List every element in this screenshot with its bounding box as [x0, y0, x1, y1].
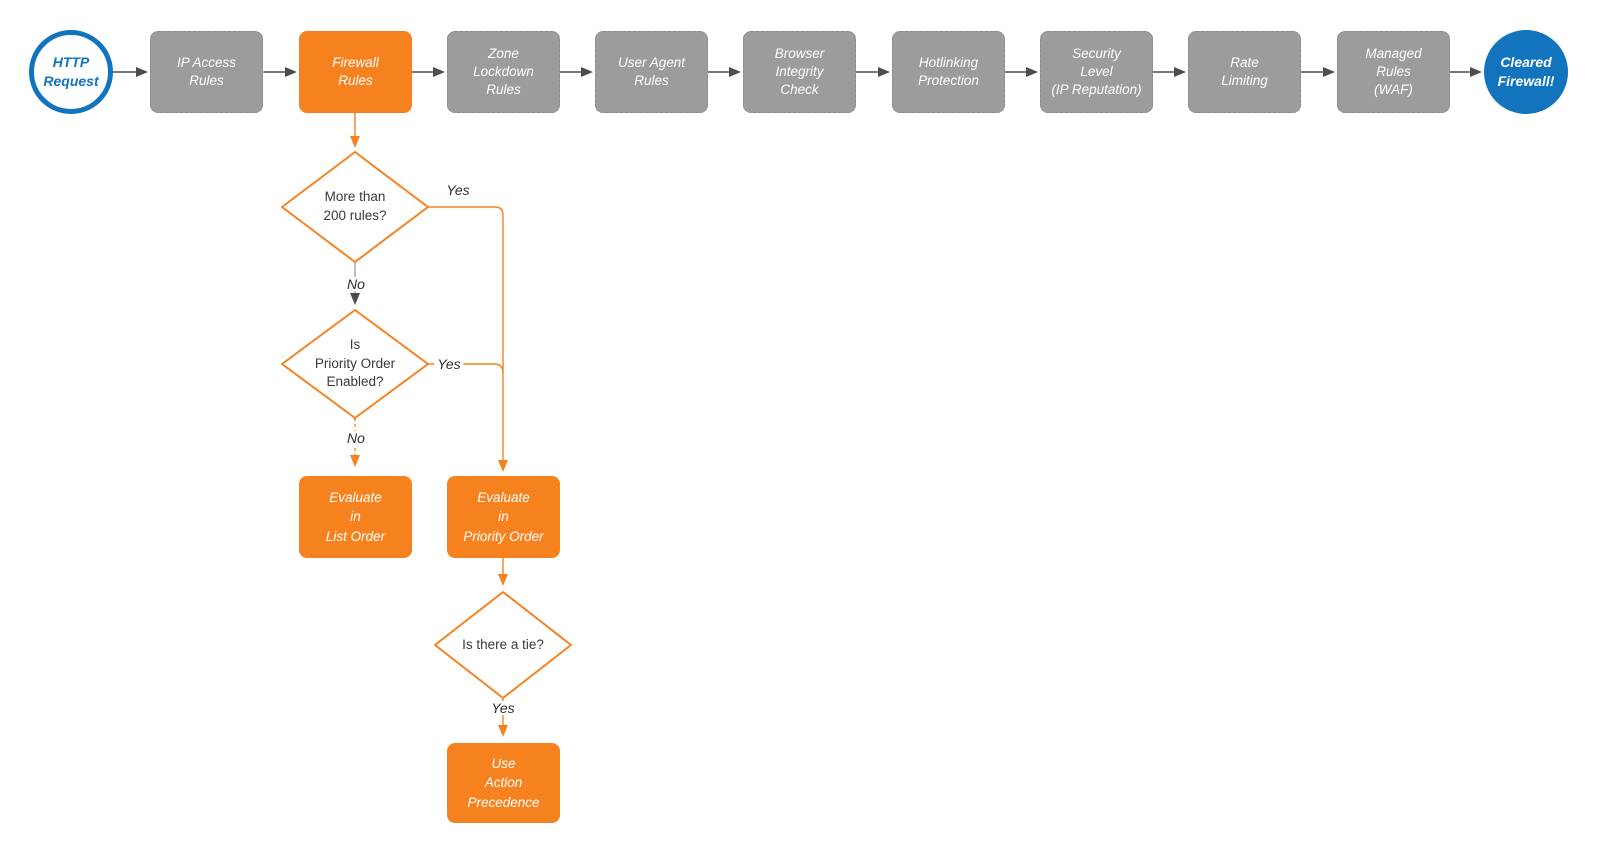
edge-label-decision2-no: No	[344, 431, 368, 445]
step-hotlinking-protection: Hotlinking Protection	[892, 31, 1005, 113]
action-evaluate-in-priority-order: Evaluate in Priority Order	[447, 476, 560, 558]
decision-is-there-a-tie-label: Is there a tie?	[462, 636, 544, 652]
end-node-cleared-firewall: Cleared Firewall!	[1484, 30, 1568, 114]
step-security-level: Security Level (IP Reputation)	[1040, 31, 1153, 113]
edge-decision2-yes	[428, 363, 504, 374]
step-zone-lockdown-rules: Zone Lockdown Rules	[447, 31, 560, 113]
step-ip-access-rules: IP Access Rules	[150, 31, 263, 113]
step-rate-limiting: Rate Limiting	[1188, 31, 1301, 113]
edge-label-decision1-no: No	[344, 277, 368, 291]
decision-priority-order-enabled-label: Is Priority Order Enabled?	[314, 336, 396, 390]
decision-priority-order-enabled-shape	[281, 309, 429, 419]
step-browser-integrity-check: Browser Integrity Check	[743, 31, 856, 113]
decision-more-than-200-rules-label: More than 200 rules?	[323, 189, 387, 223]
edge-label-decision1-yes: Yes	[443, 183, 473, 197]
edge-decision1-yes	[428, 206, 508, 472]
action-evaluate-in-list-order: Evaluate in List Order	[299, 476, 412, 558]
step-firewall-rules: Firewall Rules	[299, 31, 412, 113]
decision-is-there-a-tie-shape	[434, 591, 572, 699]
edge-label-decision3-yes: Yes	[488, 701, 518, 715]
edge-label-decision2-yes: Yes	[434, 357, 464, 371]
action-use-action-precedence: Use Action Precedence	[447, 743, 560, 823]
step-user-agent-rules: User Agent Rules	[595, 31, 708, 113]
decision-more-than-200-rules-shape	[281, 151, 429, 263]
start-node-http-request: HTTP Request	[29, 30, 113, 114]
step-managed-rules-waf: Managed Rules (WAF)	[1337, 31, 1450, 113]
